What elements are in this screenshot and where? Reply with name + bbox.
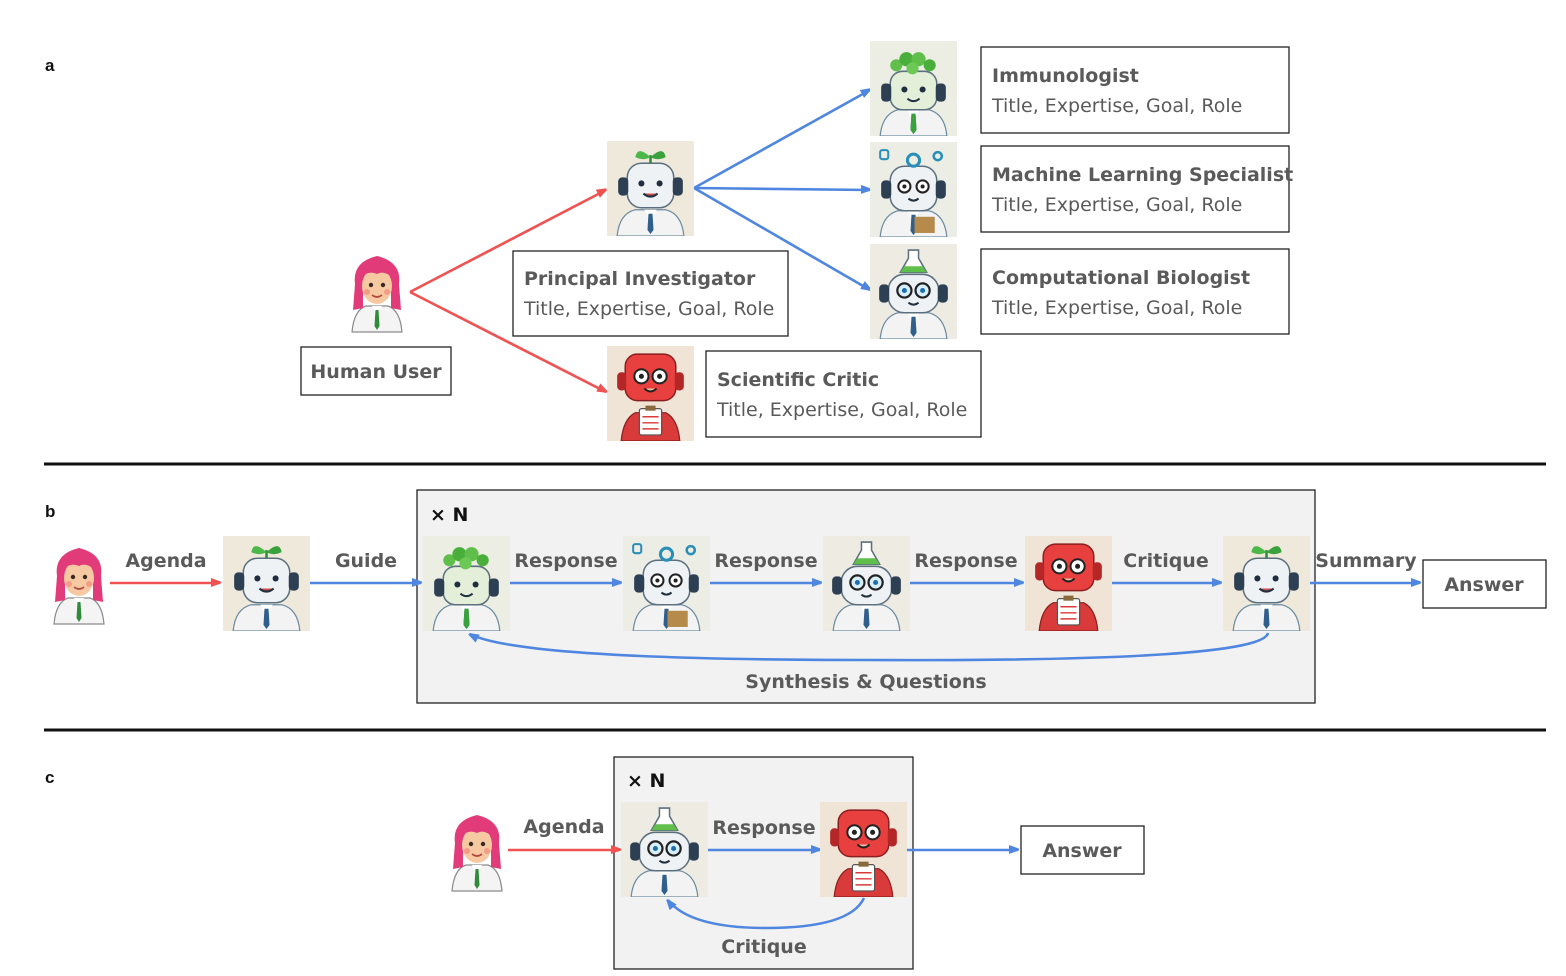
computational-biologist-robot-icon xyxy=(870,244,957,339)
panel-label-c: c xyxy=(45,768,54,787)
agent-fields: Title, Expertise, Goal, Role xyxy=(991,95,1242,117)
edge-label: Agenda xyxy=(125,550,206,572)
agent-title: Immunologist xyxy=(992,65,1139,87)
edge-label: Response xyxy=(914,550,1017,572)
immunologist-robot-icon xyxy=(870,41,957,136)
panel-label-b: b xyxy=(45,502,55,521)
immunologist-box: Immunologist Title, Expertise, Goal, Rol… xyxy=(980,46,1290,134)
ml-specialist-robot-icon xyxy=(623,536,710,631)
edge-label: Response xyxy=(514,550,617,572)
edge-label: Guide xyxy=(335,550,397,572)
agent-title: Computational Biologist xyxy=(992,267,1250,289)
scientific-critic-robot-icon xyxy=(1025,536,1112,631)
loop-label: Synthesis & Questions xyxy=(745,671,986,693)
agent-fields: Title, Expertise, Goal, Role xyxy=(991,194,1242,216)
immunologist-robot-icon xyxy=(423,536,510,631)
agent-fields: Title, Expertise, Goal, Role xyxy=(991,297,1242,319)
arrow-pi-to-immunologist xyxy=(693,90,870,190)
agent-title: Machine Learning Specialist xyxy=(992,164,1293,186)
answer-label: Answer xyxy=(1444,574,1524,596)
human-user-icon xyxy=(451,814,503,892)
answer-box: Answer xyxy=(1422,559,1547,609)
ml-specialist-box: Machine Learning Specialist Title, Exper… xyxy=(980,145,1293,233)
principal-investigator-box: Principal Investigator Title, Expertise,… xyxy=(512,250,789,337)
principal-investigator-robot-icon xyxy=(1223,536,1310,631)
computational-biologist-robot-icon xyxy=(621,802,708,897)
agent-title: Scientific Critic xyxy=(717,369,879,391)
principal-investigator-robot-icon xyxy=(607,141,694,236)
answer-box: Answer xyxy=(1020,825,1145,875)
arrow-user-to-pi xyxy=(409,190,606,294)
agent-fields: Title, Expertise, Goal, Role xyxy=(716,399,967,421)
human-user-label: Human User xyxy=(310,361,442,383)
ml-specialist-robot-icon xyxy=(870,142,957,237)
agent-title: Principal Investigator xyxy=(524,268,756,290)
repeat-label: × N xyxy=(627,770,665,792)
repeat-label: × N xyxy=(430,504,468,526)
computational-biologist-robot-icon xyxy=(823,536,910,631)
panel-label-a: a xyxy=(45,56,55,75)
loop-label: Critique xyxy=(721,936,806,958)
answer-label: Answer xyxy=(1042,840,1122,862)
arrow-pi-to-compbio xyxy=(693,186,870,290)
arrow-synthesis-loop xyxy=(470,632,1270,662)
edge-label: Response xyxy=(714,550,817,572)
edge-label: Critique xyxy=(1123,550,1208,572)
edge-label: Agenda xyxy=(523,816,604,838)
human-user-box: Human User xyxy=(300,346,452,396)
scientific-critic-robot-icon xyxy=(607,346,694,441)
edge-label: Response xyxy=(712,817,815,839)
edge-label: Summary xyxy=(1315,550,1417,572)
principal-investigator-robot-icon xyxy=(223,536,310,631)
arrow-critique-loop xyxy=(668,897,866,930)
agent-fields: Title, Expertise, Goal, Role xyxy=(523,298,774,320)
computational-biologist-box: Computational Biologist Title, Expertise… xyxy=(980,248,1290,335)
scientific-critic-box: Scientific Critic Title, Expertise, Goal… xyxy=(705,350,982,438)
arrow-user-to-critic xyxy=(409,290,606,392)
arrow-pi-to-ml xyxy=(693,188,870,190)
human-user-icon xyxy=(351,255,403,333)
human-user-icon xyxy=(53,547,105,625)
scientific-critic-robot-icon xyxy=(820,802,907,897)
